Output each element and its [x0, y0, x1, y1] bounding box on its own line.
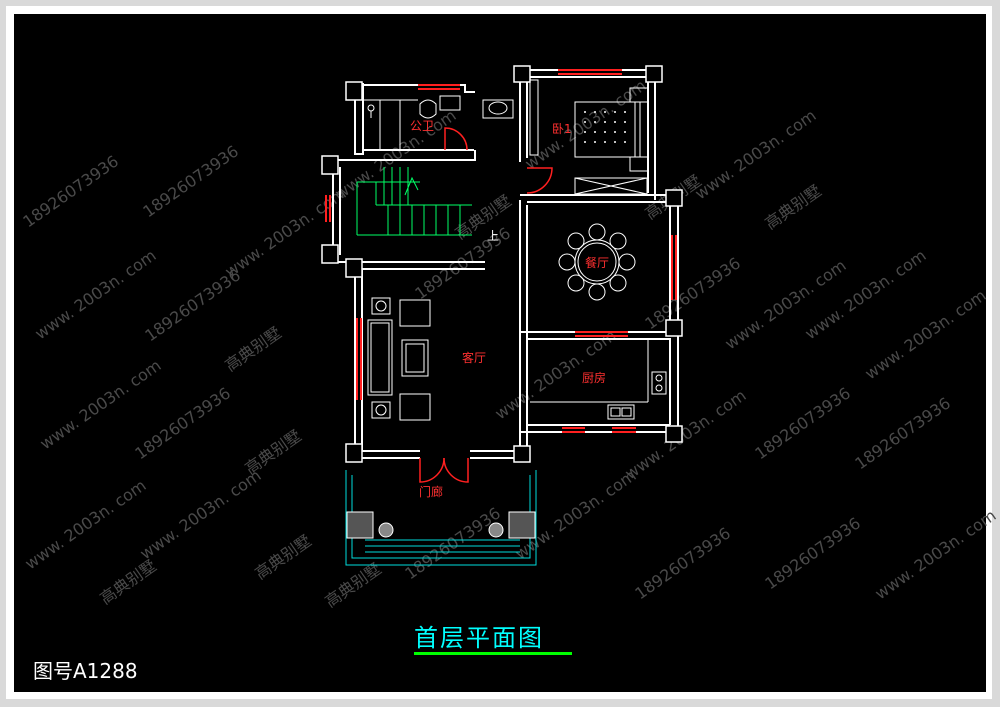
sofa-icon [367, 297, 431, 421]
watermark-brand: 高典别墅 [321, 559, 384, 611]
column-icon [645, 65, 663, 83]
column-icon [665, 319, 683, 337]
watermark-brand: 高典别墅 [221, 323, 284, 375]
room-label-bedroom: 卧1 [552, 122, 572, 136]
entrance-door-left [419, 457, 445, 483]
drawing-number: 图号A1288 [33, 659, 138, 683]
watermark-phone: 18926073936 [19, 151, 122, 231]
watermark-website: www. 2003n. com [621, 386, 749, 484]
column-icon [321, 155, 339, 175]
sink-icon [439, 95, 461, 111]
watermark-website: www. 2003n. com [801, 246, 929, 344]
bedroom-fixtures [574, 87, 649, 195]
bedroom-door [526, 167, 553, 194]
watermark-website: www. 2003n. com [136, 466, 264, 564]
sink-icon [607, 404, 635, 420]
bathroom-fixtures [362, 79, 539, 156]
column-icon [508, 511, 536, 539]
windows [325, 69, 677, 433]
bed-icon [574, 101, 641, 158]
watermark-website: www. 2003n. com [871, 506, 999, 604]
kitchen-fixtures [530, 339, 667, 420]
watermark-phone: 18926073936 [761, 513, 864, 593]
watermark-phone: 18926073936 [851, 393, 954, 473]
watermark-website: www. 2003n. com [691, 106, 819, 204]
plan-title: 首层平面图 [414, 624, 544, 652]
watermark-website: www. 2003n. com [31, 246, 159, 344]
room-label-porch: 门廊 [419, 484, 443, 499]
columns [321, 65, 683, 463]
column-icon [345, 81, 363, 101]
room-label-kitchen: 厨房 [582, 370, 606, 385]
round-table-icon [558, 223, 636, 301]
watermark-phone: 18926073936 [141, 265, 244, 345]
watermark-brand: 高典别墅 [96, 556, 159, 608]
room-label-bathroom: 公卫 [410, 119, 434, 133]
watermark-brand: 高典别墅 [761, 181, 824, 233]
title-underline [414, 652, 572, 655]
watermark-brand: 高典别墅 [251, 531, 314, 583]
column-icon [345, 258, 363, 278]
room-label-dining: 餐厅 [585, 255, 609, 270]
watermark-website: www. 2003n. com [331, 106, 459, 204]
column-icon [513, 445, 531, 463]
column-icon [346, 511, 374, 539]
watermark-phone: 18926073936 [131, 383, 234, 463]
bathroom-door [444, 127, 468, 151]
column-icon [321, 244, 339, 264]
column-icon [513, 65, 531, 83]
column-icon [665, 189, 683, 207]
watermark-phone: 18926073936 [401, 503, 504, 583]
watermark-phone: 18926073936 [631, 523, 734, 603]
porch-columns [346, 511, 536, 539]
room-label-living: 客厅 [462, 350, 486, 365]
column-icon [665, 425, 683, 443]
stair-up-label: 上 [487, 229, 499, 243]
stove-icon [651, 371, 667, 395]
column-icon [345, 443, 363, 463]
staircase [356, 167, 472, 236]
watermark-phone: 18926073936 [641, 253, 744, 333]
cad-canvas [14, 14, 986, 692]
room-labels: 公卫 卧1 餐厅 客厅 厨房 门廊 [410, 119, 609, 499]
watermark-website: www. 2003n. com [21, 476, 149, 574]
watermark-phone: 18926073936 [139, 141, 242, 221]
toilet-icon [419, 99, 437, 119]
watermark-phone: 18926073936 [751, 383, 854, 463]
watermark-website: www. 2003n. com [861, 286, 989, 384]
entrance-door-right [443, 457, 469, 483]
doors [419, 127, 553, 483]
